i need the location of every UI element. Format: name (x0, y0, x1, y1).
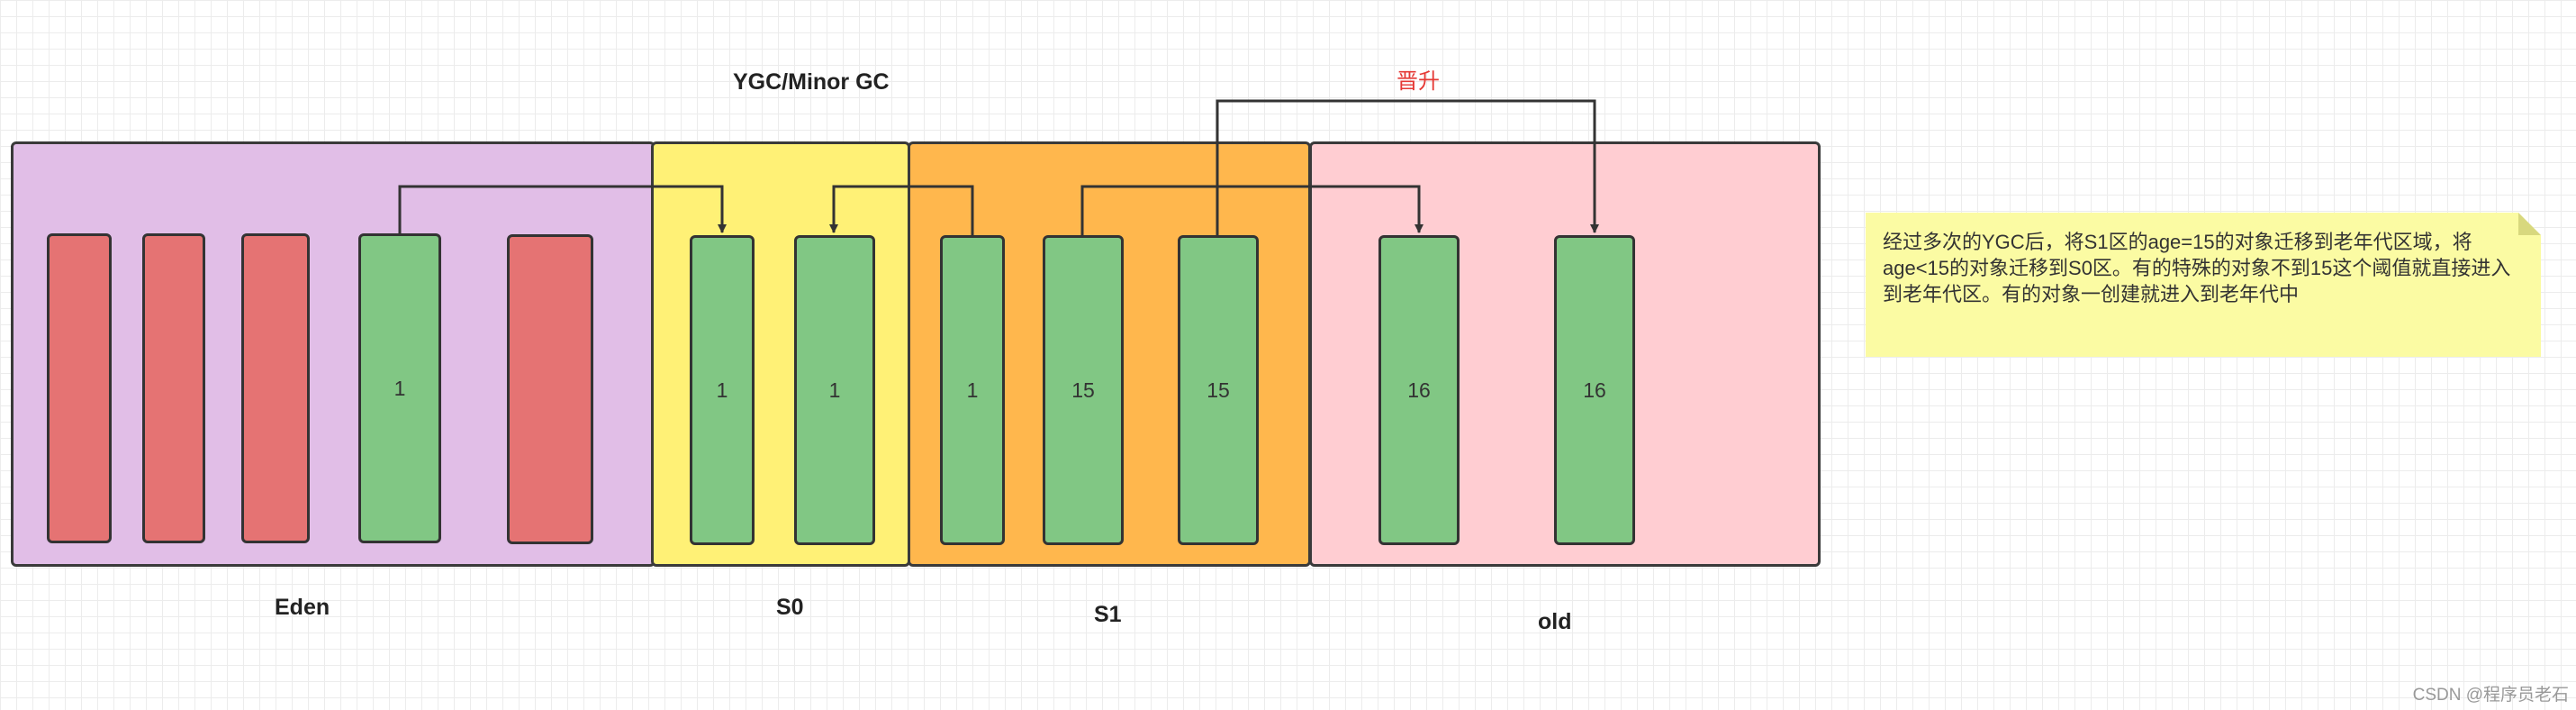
object-age: 1 (828, 378, 841, 402)
promotion-label: 晋升 (1396, 69, 1440, 94)
s0-label: S0 (776, 595, 804, 620)
s0-live-object: 1 (690, 235, 755, 545)
s1-to-old-arrow (1080, 185, 1424, 235)
s1-live-object: 1 (940, 235, 1005, 545)
old-live-object: 16 (1378, 235, 1460, 545)
s1-live-object: 15 (1043, 235, 1124, 545)
promotion-arrow (1216, 99, 1599, 235)
s0-live-object: 1 (794, 235, 875, 545)
s1-live-object: 15 (1178, 235, 1259, 545)
explanation-note: 经过多次的YGC后，将S1区的age=15的对象迁移到老年代区域，将age<15… (1866, 213, 2541, 357)
diagram-title: YGC/Minor GC (733, 69, 890, 95)
s1-to-s0-arrow (829, 185, 974, 235)
object-age: 15 (1071, 378, 1095, 402)
eden-garbage-object (241, 233, 310, 543)
eden-garbage-object (142, 233, 205, 543)
object-age: 1 (716, 378, 728, 402)
old-live-object: 16 (1554, 235, 1635, 545)
eden-live-object: 1 (358, 233, 441, 543)
eden-label: Eden (275, 595, 330, 620)
object-age: 16 (1583, 378, 1606, 402)
object-age: 15 (1207, 378, 1230, 402)
eden-garbage-object (47, 233, 112, 543)
object-age: 1 (393, 376, 406, 400)
s1-label: S1 (1094, 602, 1122, 627)
watermark: CSDN @程序员老石 (2412, 686, 2569, 705)
old-label: old (1538, 609, 1572, 634)
eden-garbage-object (507, 234, 593, 544)
object-age: 16 (1407, 378, 1431, 402)
object-age: 1 (966, 378, 979, 402)
eden-to-s0-arrow (398, 185, 727, 233)
